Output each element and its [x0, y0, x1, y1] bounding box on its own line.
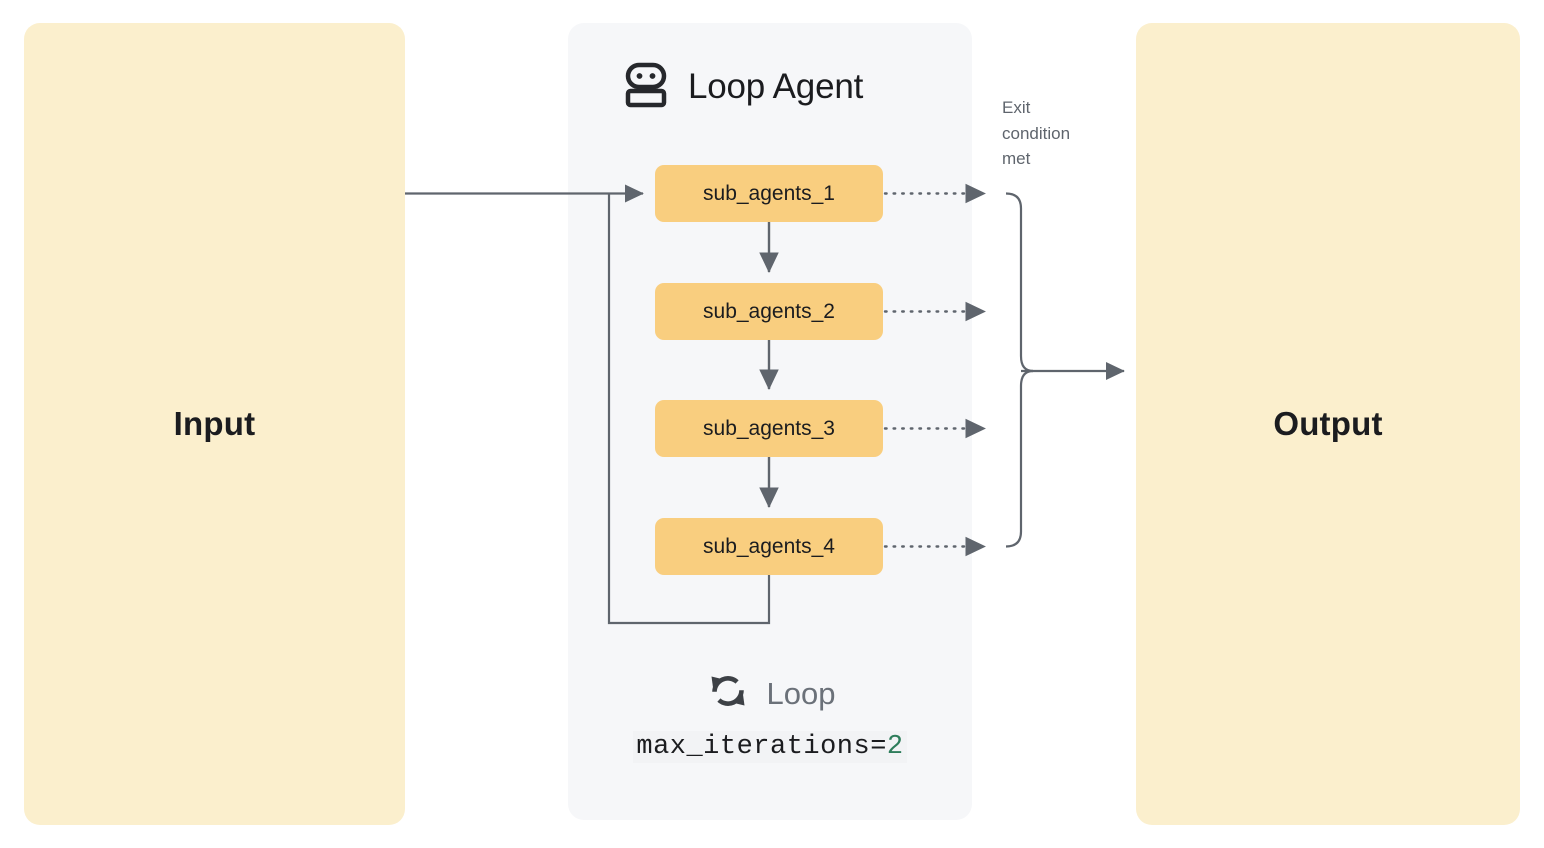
input-label: Input — [173, 405, 256, 442]
sub-agent-box-3[interactable]: sub_agents_3 — [655, 400, 883, 457]
sub-agent-box-1[interactable]: sub_agents_1 — [655, 165, 883, 222]
sub-agent-label: sub_agents_1 — [703, 181, 835, 205]
max-iterations-expression: max_iterations=2 — [633, 731, 907, 763]
sub-agent-box-4[interactable]: sub_agents_4 — [655, 518, 883, 575]
robot-icon — [622, 60, 670, 113]
loop-label: Loop — [766, 675, 836, 711]
output-label: Output — [1273, 405, 1383, 442]
output-panel: Output — [1136, 23, 1520, 825]
sub-agent-label: sub_agents_2 — [703, 299, 835, 323]
max-iterations-row: max_iterations=2 — [568, 719, 972, 763]
sub-agent-label: sub_agents_4 — [703, 534, 835, 558]
sub-agent-box-2[interactable]: sub_agents_2 — [655, 283, 883, 340]
exit-collector-bracket — [1005, 192, 1034, 548]
sub-agent-label: sub_agents_3 — [703, 416, 835, 440]
loop-footer: Loop max_iterations=2 — [568, 668, 972, 763]
max-iterations-value: 2 — [886, 732, 904, 762]
exit-condition-caption: Exit condition met — [1002, 98, 1071, 168]
loop-row: Loop — [568, 668, 972, 719]
agent-title: Loop Agent — [688, 66, 864, 106]
max-iterations-name: max_iterations= — [636, 732, 887, 762]
loop-refresh-icon — [705, 668, 751, 719]
agent-header: Loop Agent — [622, 60, 863, 113]
input-panel: Input — [24, 23, 405, 825]
